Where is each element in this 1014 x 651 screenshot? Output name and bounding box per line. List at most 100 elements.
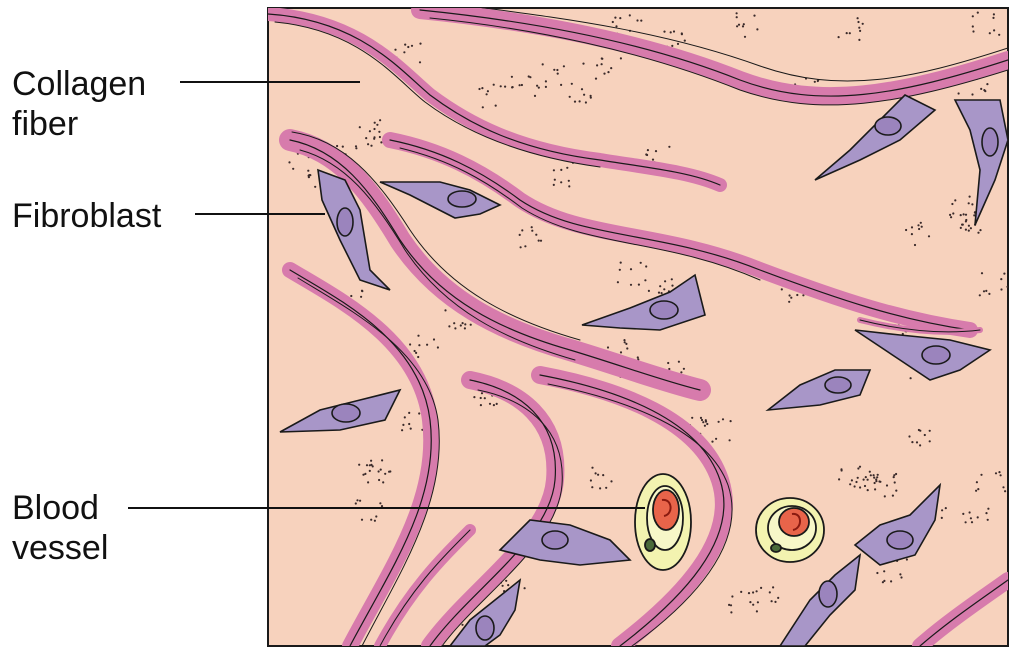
speckle	[364, 473, 366, 475]
speckle	[610, 67, 612, 69]
speckle	[857, 17, 859, 19]
speckle	[951, 203, 953, 205]
speckle	[563, 65, 565, 67]
speckle	[620, 262, 622, 264]
speckle	[493, 404, 495, 406]
speckle	[781, 288, 783, 290]
speckle	[981, 272, 983, 274]
speckle	[858, 39, 860, 41]
speckle	[668, 146, 670, 148]
speckle	[378, 470, 380, 472]
speckle	[988, 293, 990, 295]
speckle	[645, 153, 647, 155]
speckle	[972, 15, 974, 17]
speckle	[661, 292, 663, 294]
speckle	[987, 508, 989, 510]
speckle	[636, 19, 638, 21]
speckle	[905, 229, 907, 231]
speckle	[949, 214, 951, 216]
speckle	[480, 404, 482, 406]
speckle	[867, 489, 869, 491]
speckle	[367, 481, 369, 483]
speckle	[314, 186, 316, 188]
speckle	[992, 17, 994, 19]
speckle	[484, 397, 486, 399]
speckle	[777, 597, 779, 599]
speckle	[288, 161, 290, 163]
speckle	[569, 96, 571, 98]
speckle	[859, 30, 861, 32]
speckle	[977, 516, 979, 518]
speckle	[308, 176, 310, 178]
speckle	[507, 584, 509, 586]
speckle	[857, 467, 859, 469]
speckle	[355, 502, 357, 504]
speckle	[524, 587, 526, 589]
speckle	[753, 15, 755, 17]
speckle	[454, 327, 456, 329]
speckle	[519, 234, 521, 236]
speckle	[774, 601, 776, 603]
speckle	[921, 226, 923, 228]
speckle	[556, 69, 558, 71]
speckle	[893, 474, 895, 476]
speckle	[883, 570, 885, 572]
speckle	[849, 32, 851, 34]
speckle	[370, 519, 372, 521]
speckle	[731, 595, 733, 597]
speckle	[929, 440, 931, 442]
speckle	[663, 288, 665, 290]
speckle	[655, 150, 657, 152]
blood-vessel-cross-section-icon	[635, 474, 691, 570]
speckle	[702, 421, 704, 423]
speckle	[928, 235, 930, 237]
speckle	[624, 341, 626, 343]
speckle	[355, 147, 357, 149]
speckle	[960, 214, 962, 216]
speckle	[924, 434, 926, 436]
speckle	[502, 585, 504, 587]
label-blood-line1: Blood	[12, 488, 132, 528]
label-fibroblast: Fibroblast	[12, 196, 192, 236]
speckle	[581, 88, 583, 90]
speckle	[1003, 273, 1005, 275]
label-blood-vessel: Blood vessel	[12, 488, 132, 568]
speckle	[728, 604, 730, 606]
speckle	[873, 474, 875, 476]
speckle	[620, 57, 622, 59]
speckle	[929, 430, 931, 432]
speckle	[975, 490, 977, 492]
speckle	[404, 44, 406, 46]
speckle	[911, 441, 913, 443]
speckle	[886, 484, 888, 486]
speckle	[370, 464, 372, 466]
speckle	[757, 601, 759, 603]
speckle	[419, 61, 421, 63]
speckle	[730, 604, 732, 606]
speckle	[972, 30, 974, 32]
speckle	[718, 421, 720, 423]
speckle	[971, 521, 973, 523]
speckle	[630, 284, 632, 286]
label-blood-line2: vessel	[12, 528, 132, 568]
speckle	[876, 572, 878, 574]
speckle	[838, 36, 840, 38]
speckle	[1000, 474, 1002, 476]
speckle	[862, 23, 864, 25]
speckle	[677, 43, 679, 45]
speckle	[307, 170, 309, 172]
speckle	[877, 474, 879, 476]
speckle	[681, 33, 683, 35]
speckle	[950, 216, 952, 218]
speckle	[590, 479, 592, 481]
speckle	[536, 85, 538, 87]
speckle	[623, 339, 625, 341]
speckle	[918, 228, 920, 230]
speckle	[673, 30, 675, 32]
speckle	[841, 469, 843, 471]
speckle	[524, 245, 526, 247]
speckle	[884, 495, 886, 497]
speckle	[838, 478, 840, 480]
speckle	[704, 425, 706, 427]
speckle	[859, 486, 861, 488]
